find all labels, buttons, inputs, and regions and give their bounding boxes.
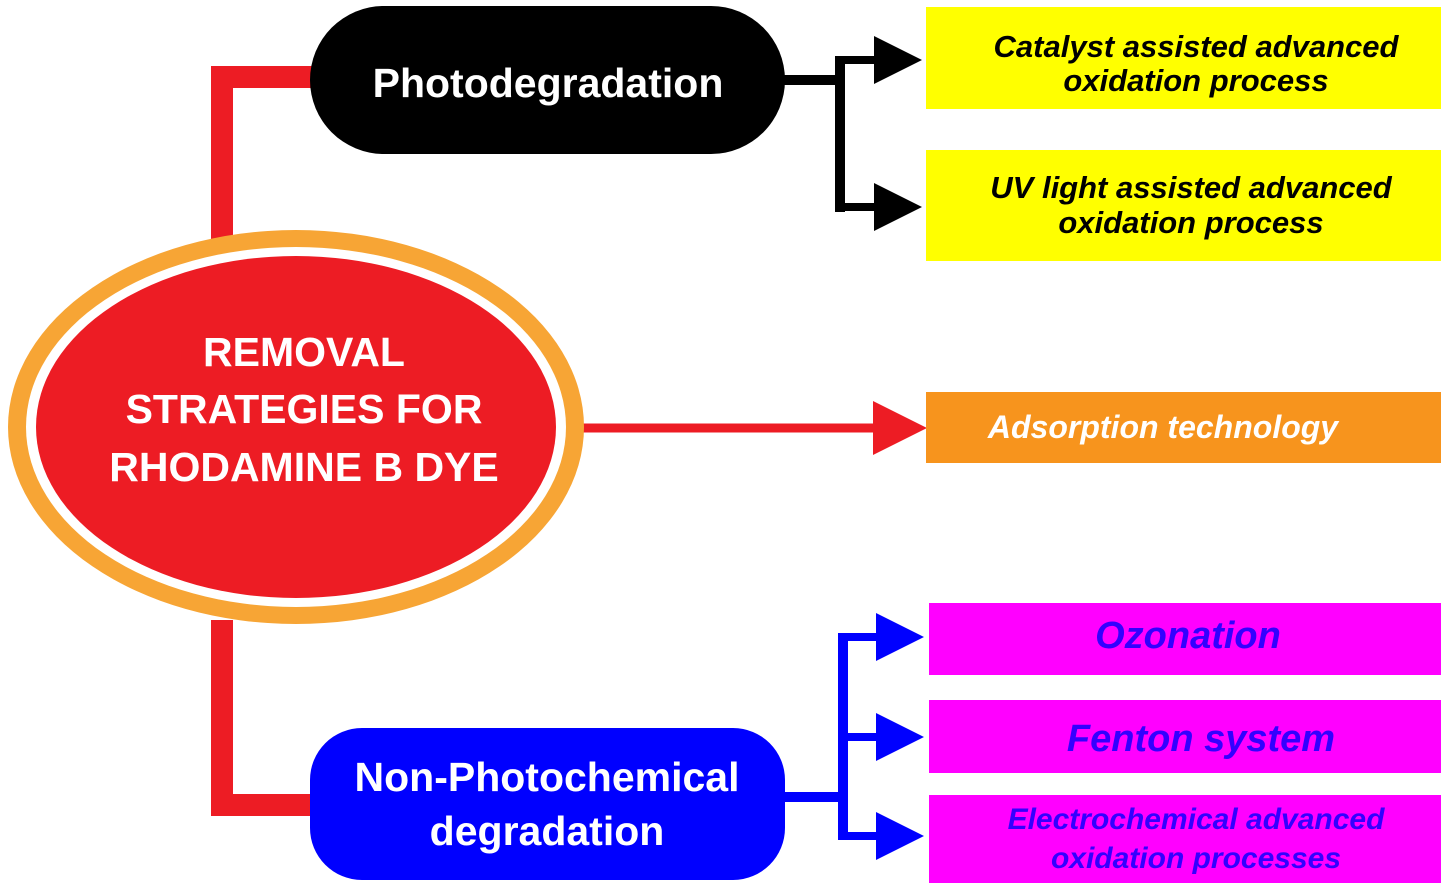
center-ellipse-fill: [36, 256, 556, 598]
non-photochemical-node: Non-Photochemical degradation: [310, 728, 785, 880]
leaf-adsorption-technology: Adsorption technology: [926, 392, 1441, 463]
leaf-electrochemical-line2: oxidation processes: [1051, 842, 1341, 875]
center-node: REMOVAL STRATEGIES FOR RHODAMINE B DYE: [8, 230, 584, 624]
leaf-uv-light-assisted: UV light assisted advanced oxidation pro…: [926, 150, 1441, 261]
leaf-fenton-system: Fenton system: [929, 700, 1441, 773]
leaf-catalyst-assisted-line2: oxidation process: [1063, 63, 1328, 98]
connector-center-to-photodegradation: [211, 66, 320, 240]
leaf-ozonation: Ozonation: [929, 603, 1441, 675]
connector-center-to-non-photochemical: [211, 620, 320, 816]
leaf-adsorption-technology-label: Adsorption technology: [987, 409, 1340, 445]
leaf-uv-light-assisted-line1: UV light assisted advanced: [990, 170, 1392, 205]
leaf-electrochemical: Electrochemical advanced oxidation proce…: [929, 795, 1441, 883]
leaf-catalyst-assisted: Catalyst assisted advanced oxidation pro…: [926, 7, 1441, 109]
photodegradation-label: Photodegradation: [373, 60, 724, 106]
non-photochemical-label-line1: Non-Photochemical: [355, 754, 740, 800]
non-photochemical-label-line2: degradation: [430, 808, 665, 854]
leaf-catalyst-assisted-line1: Catalyst assisted advanced: [994, 29, 1400, 64]
photodegradation-bracket: [780, 36, 922, 231]
leaf-uv-light-assisted-line2: oxidation process: [1058, 205, 1323, 240]
center-title-line1: REMOVAL: [203, 329, 405, 375]
leaf-electrochemical-line1: Electrochemical advanced: [1008, 803, 1386, 836]
photodegradation-node: Photodegradation: [310, 6, 785, 154]
non-photochemical-bracket: [780, 613, 924, 860]
leaf-fenton-system-label: Fenton system: [1067, 718, 1335, 760]
leaf-ozonation-label: Ozonation: [1095, 615, 1281, 657]
center-title-line3: RHODAMINE B DYE: [109, 444, 499, 490]
center-title-line2: STRATEGIES FOR: [126, 386, 483, 432]
